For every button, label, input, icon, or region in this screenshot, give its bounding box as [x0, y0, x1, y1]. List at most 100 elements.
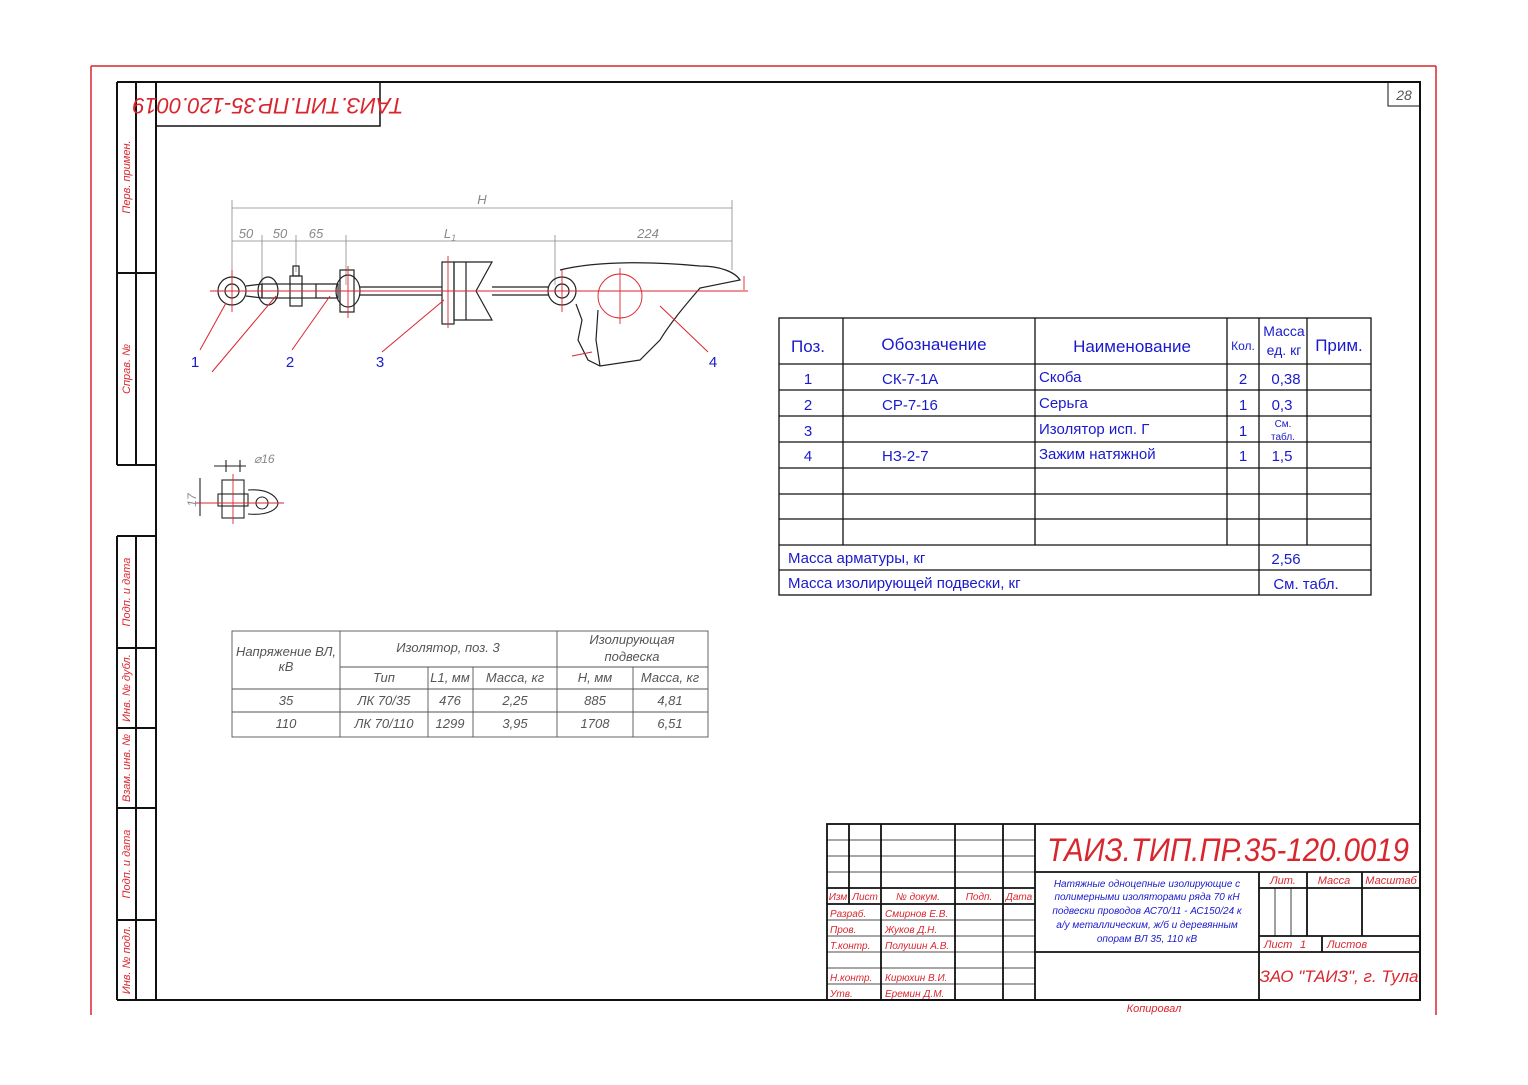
tb-sheet-num: 1 — [1300, 939, 1306, 951]
dim-50-a: 50 — [239, 226, 254, 241]
spec-header-qty: Кол. — [1231, 339, 1255, 353]
vt-row: 110 ЛК 70/110 1299 3,95 1708 6,51 — [276, 716, 683, 731]
dim-65: 65 — [309, 226, 324, 241]
spec-cell-pos: 3 — [804, 423, 812, 440]
spec-cell-name: Изолятор исп. Г — [1039, 421, 1149, 438]
title-designation: ТАИЗ.ТИП.ПР.35-120.0019 — [1047, 832, 1409, 868]
tb-role: Разраб. — [830, 908, 866, 920]
spec-cell-designation: НЗ-2-7 — [882, 448, 929, 465]
spec-cell-qty: 2 — [1239, 371, 1247, 388]
vt-header-suspension-2: подвеска — [604, 649, 659, 664]
tb-col-izm: Изм — [829, 892, 848, 903]
tb-lit: Лит. — [1269, 875, 1296, 887]
tb-title-line-5: опорам ВЛ 35, 110 кВ — [1097, 934, 1198, 945]
tb-title-line-1: Натяжные одноцепные изолирующие с — [1054, 879, 1240, 890]
callout-3: 3 — [376, 354, 384, 371]
tb-role: Н.контр. — [830, 973, 872, 984]
callout-2: 2 — [286, 354, 294, 371]
vt-subheader-type: Тип — [373, 670, 395, 685]
side-label-vzam: Взам. инв. № — [121, 734, 133, 802]
spec-header-pos: Поз. — [791, 337, 825, 356]
tb-col-list: Лист — [851, 892, 878, 903]
dim-l1-main: L — [444, 226, 451, 241]
vt-cell-l1: 1299 — [436, 716, 465, 731]
tb-mass: Масса — [1318, 875, 1351, 887]
dim-l1-label: L1 — [444, 226, 456, 243]
part-outlines — [217, 261, 741, 367]
side-strip — [116, 81, 156, 1001]
tb-col-doc: № докум. — [896, 892, 940, 903]
vt-cell-mass2: 4,81 — [657, 693, 682, 708]
spec-footer-label-armature: Масса арматуры, кг — [788, 550, 926, 567]
tb-col-sign: Подп. — [966, 892, 993, 903]
tb-person: Кирюхин В.И. — [885, 973, 947, 984]
spec-cell-name: Зажим натяжной — [1039, 446, 1156, 463]
tb-role: Пров. — [830, 925, 856, 936]
vt-header-suspension-1: Изолирующая — [589, 632, 674, 647]
side-label-podp-1: Подп. и дата — [121, 558, 133, 627]
spec-cell-qty: 1 — [1239, 448, 1247, 465]
outer-trim-frame — [90, 65, 1437, 1015]
side-labels: Перв. примен. Справ. № Подп. и дата Инв.… — [121, 140, 133, 994]
tb-person: Еремин Д.М. — [885, 989, 944, 1000]
tb-title-line-4: а/у металлическим, ж/б и деревянным — [1056, 919, 1238, 931]
vt-cell-mass2: 6,51 — [657, 716, 682, 731]
spec-row: 2 СР-7-16 Серьга 1 0,3 — [804, 395, 1293, 414]
dim-l1-sub: 1 — [451, 233, 456, 243]
side-label-podp-2: Подп. и дата — [121, 830, 133, 899]
designation-top: ТАИЗ.ТИП.ПР.35-120.0019 — [133, 93, 404, 118]
spec-header-designation: Обозначение — [881, 335, 986, 354]
vt-subheader-l1: L1, мм — [430, 670, 470, 685]
vt-cell-h: 885 — [584, 693, 606, 708]
detail-dia-label: ⌀16 — [254, 452, 275, 466]
side-label-sprav: Справ. № — [121, 344, 133, 394]
spec-cell-designation: СР-7-16 — [882, 397, 938, 414]
vt-row: 35 ЛК 70/35 476 2,25 885 4,81 — [279, 693, 683, 708]
spec-cell-pos: 1 — [804, 371, 812, 388]
vt-cell-mass: 3,95 — [502, 716, 528, 731]
tb-sheet: Лист — [1263, 939, 1292, 951]
vt-cell-voltage: 110 — [276, 716, 297, 731]
center-lines — [210, 256, 748, 357]
vt-header-voltage-2: кВ — [279, 659, 294, 674]
tb-person: Жуков Д.Н. — [884, 925, 937, 936]
spec-row: 1 СК-7-1А Скоба 2 0,38 — [804, 369, 1301, 388]
spec-cell-mass-1: См. — [1275, 419, 1292, 430]
dimension-lines — [231, 200, 733, 285]
tb-title-line-2: полимерными изоляторами ряда 70 кН — [1054, 892, 1240, 903]
vt-header-insulator: Изолятор, поз. 3 — [396, 640, 500, 655]
spec-cell-pos: 2 — [804, 397, 812, 414]
side-label-inv-podl: Инв. № подл. — [121, 926, 133, 994]
spec-cell-mass: 0,38 — [1271, 371, 1300, 388]
page-number-box: 28 — [1387, 81, 1421, 107]
spec-footer-value-suspension: См. табл. — [1273, 576, 1338, 593]
tb-sheets: Листов — [1326, 939, 1367, 951]
spec-header-mass-2: ед. кг — [1267, 342, 1302, 358]
spec-footer-value-armature: 2,56 — [1271, 551, 1300, 568]
spec-table: Поз. Обозначение Наименование Кол. Масса… — [778, 317, 1372, 596]
detail-h-label: 17 — [185, 492, 199, 507]
spec-cell-mass: 0,3 — [1272, 397, 1293, 414]
spec-cell-name: Серьга — [1039, 395, 1088, 412]
spec-cell-mass: 1,5 — [1272, 448, 1293, 465]
spec-header-name: Наименование — [1073, 337, 1191, 356]
vt-subheader-h: Н, мм — [578, 670, 613, 685]
spec-cell-designation: СК-7-1А — [882, 371, 938, 388]
vt-cell-l1: 476 — [439, 693, 461, 708]
tb-company: ЗАО "ТАИЗ", г. Тула — [1259, 967, 1418, 986]
tb-scale: Масштаб — [1365, 875, 1417, 887]
assembly-drawing: H 50 50 65 L1 224 — [191, 192, 748, 373]
callout-4: 4 — [709, 354, 717, 371]
vt-cell-mass: 2,25 — [501, 693, 528, 708]
vt-cell-h: 1708 — [581, 716, 611, 731]
spec-cell-mass-2: табл. — [1271, 431, 1295, 443]
title-block: ТАИЗ.ТИП.ПР.35-120.0019 Изм Лист № докум… — [826, 823, 1421, 1001]
voltage-table: Напряжение ВЛ, кВ Изолятор, поз. 3 Изоли… — [231, 630, 709, 738]
detail-view: ⌀16 17 — [185, 452, 284, 524]
spec-row: 3 Изолятор исп. Г 1 См. табл. — [804, 419, 1295, 443]
designation-top-box: ТАИЗ.ТИП.ПР.35-120.0019 — [133, 81, 404, 127]
spec-cell-qty: 1 — [1239, 397, 1247, 414]
spec-cell-pos: 4 — [804, 448, 812, 465]
dim-224: 224 — [636, 226, 659, 241]
